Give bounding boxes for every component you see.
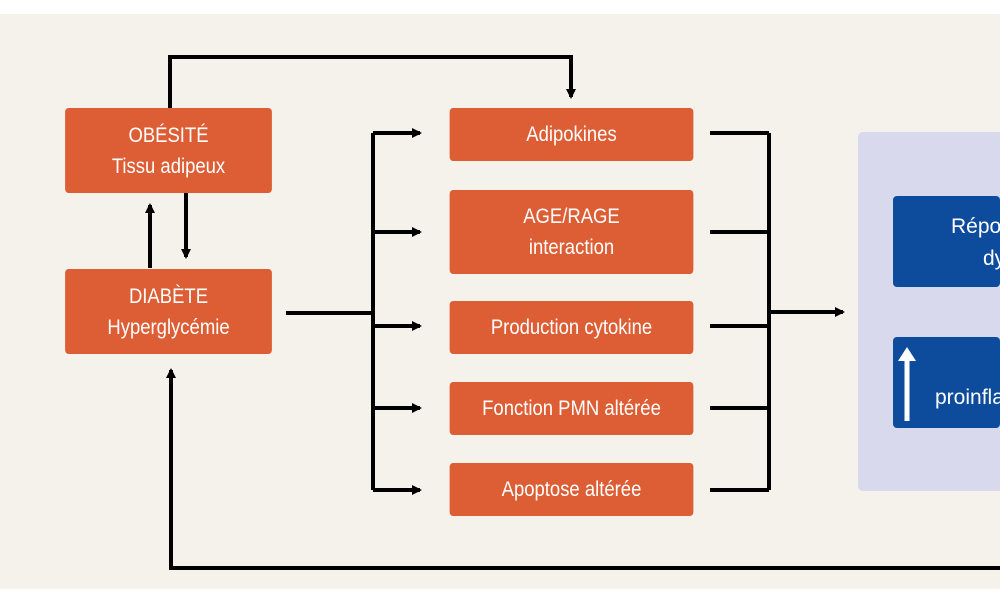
pmn-label: Fonction PMN altérée <box>482 397 661 420</box>
age-rage-subtitle: interaction <box>528 236 615 259</box>
response-box: Répo dy <box>893 196 1000 287</box>
edge-feedback-to-diabetes <box>166 368 1000 570</box>
pmn-box: Fonction PMN altérée <box>449 382 694 435</box>
diabetes-subtitle: Hyperglycémie <box>107 315 230 339</box>
age-rage-box: AGE/RAGE interaction <box>449 190 694 274</box>
result-panel <box>858 132 1000 491</box>
adipokines-box: Adipokines <box>449 108 694 161</box>
age-rage-title: AGE/RAGE <box>523 205 620 228</box>
apoptosis-box: Apoptose altérée <box>449 463 694 516</box>
diabetes-box: DIABÈTE Hyperglycémie <box>65 269 272 354</box>
response-line1: Répo <box>951 215 1000 238</box>
edge-obesity-to-adipokines <box>168 55 576 108</box>
obesity-box: OBÉSITÉ Tissu adipeux <box>65 108 272 193</box>
proinflammatory-box: proinfla <box>893 337 1000 428</box>
diabetes-title: DIABÈTE <box>128 284 209 308</box>
cytokine-box: Production cytokine <box>449 301 694 354</box>
cytokine-label: Production cytokine <box>490 316 653 339</box>
obesity-subtitle: Tissu adipeux <box>111 154 226 178</box>
up-arrow-icon <box>898 347 916 421</box>
adipokines-label: Adipokines <box>526 123 617 146</box>
response-line2: dy <box>983 247 1000 270</box>
proinflammatory-label: proinfla <box>935 386 1000 409</box>
obesity-title: OBÉSITÉ <box>128 123 209 147</box>
apoptosis-label: Apoptose altérée <box>501 478 642 501</box>
